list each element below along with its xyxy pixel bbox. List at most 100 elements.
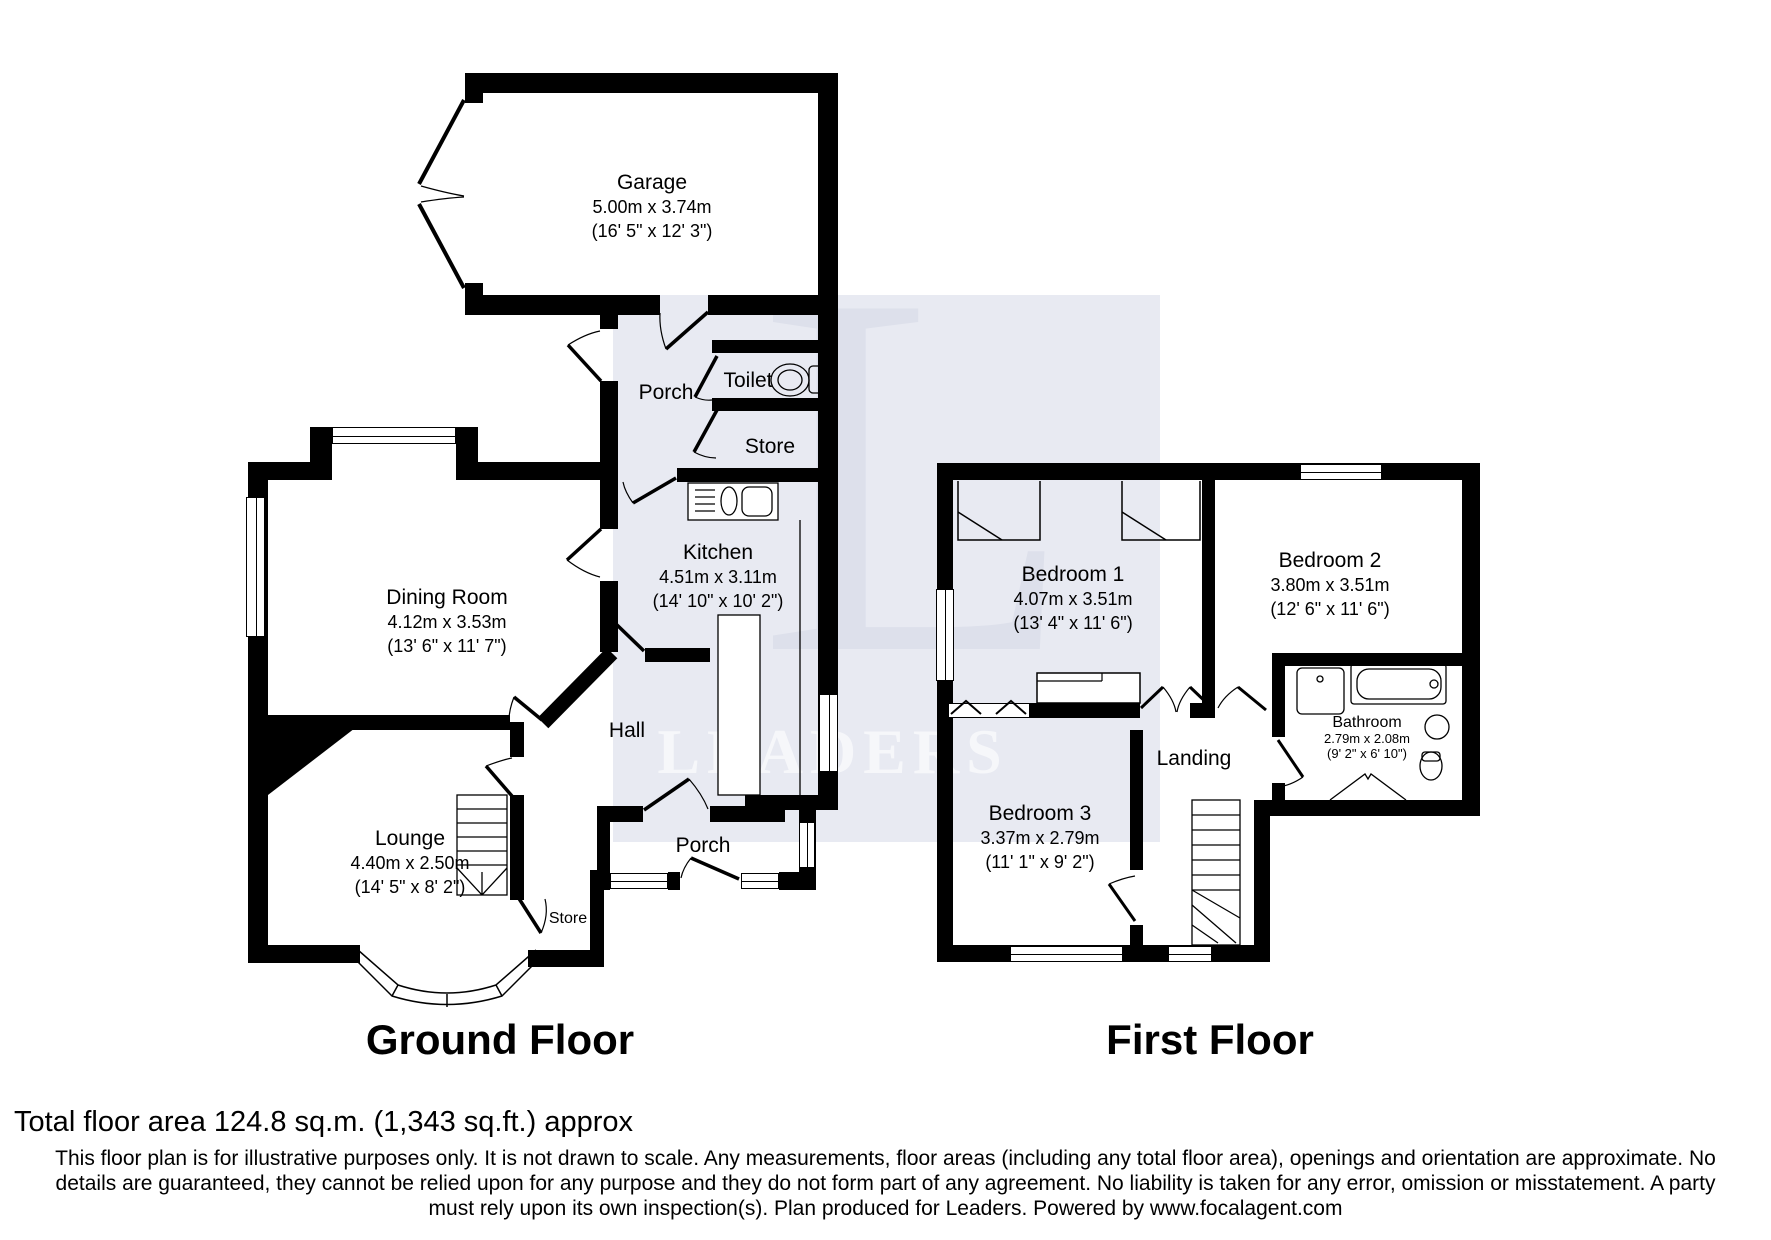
wall — [937, 463, 1480, 480]
room-dim-m: 4.07m x 3.51m — [1013, 589, 1133, 609]
window — [741, 873, 779, 889]
room-name: Bedroom 1 — [1021, 563, 1125, 586]
wall — [677, 468, 838, 482]
room-label-hall: Hall — [609, 718, 645, 743]
total-floor-area: Total floor area 124.8 sq.m. (1,343 sq.f… — [14, 1106, 633, 1138]
wall — [268, 715, 510, 730]
wall — [510, 795, 524, 900]
wall — [600, 581, 618, 652]
room-dim-ft: (11' 1" x 9' 2") — [985, 852, 1095, 872]
room-name: Dining Room — [386, 586, 508, 609]
wall — [600, 482, 618, 529]
wall — [456, 427, 478, 480]
room-name: Toilet — [723, 369, 773, 392]
room-name: Porch — [638, 381, 694, 404]
wall — [310, 427, 332, 480]
wall — [1130, 730, 1143, 870]
room-dim-ft: (12' 6" x 11' 6") — [1270, 599, 1390, 619]
wall — [1254, 815, 1270, 962]
wall — [1272, 653, 1285, 737]
stairs-first — [1191, 799, 1241, 946]
wall — [510, 722, 524, 757]
basin-icon — [1424, 714, 1450, 740]
room-label-porch-upper: Porch — [639, 380, 694, 405]
room-dim-m: 3.37m x 2.79m — [980, 828, 1100, 848]
room-label-garage: Garage 5.00m x 3.74m (16' 5" x 12' 3") — [592, 170, 713, 243]
wall — [1202, 480, 1215, 717]
wall — [465, 73, 483, 103]
window — [332, 427, 456, 444]
window — [1010, 946, 1123, 962]
wall — [470, 462, 618, 480]
toilet-first-icon — [1419, 751, 1443, 781]
wall — [268, 945, 360, 963]
bathtub-icon — [1350, 663, 1447, 705]
room-label-toilet: Toilet — [723, 368, 772, 393]
wall — [600, 381, 618, 482]
leaders-logo-letter-icon: L — [758, 295, 1076, 762]
window — [936, 589, 954, 681]
wall — [1130, 925, 1143, 962]
room-label-dining-room: Dining Room 4.12m x 3.53m (13' 6" x 11' … — [386, 585, 507, 658]
first-floor-title: First Floor — [1106, 1016, 1314, 1063]
wall — [465, 73, 838, 93]
room-label-bedroom-3: Bedroom 3 3.37m x 2.79m (11' 1" x 9' 2") — [980, 801, 1099, 874]
wall — [1462, 463, 1480, 816]
wall — [1272, 653, 1480, 666]
wall — [1190, 703, 1215, 718]
room-name: Bedroom 2 — [1278, 549, 1382, 572]
disclaimer-text: This floor plan is for illustrative purp… — [55, 1147, 1716, 1220]
window — [799, 822, 815, 868]
window — [246, 497, 265, 637]
wall — [465, 295, 660, 315]
window — [1300, 464, 1382, 480]
room-dim-ft: (13' 6" x 11' 7") — [387, 636, 507, 656]
room-label-porch-lower: Porch — [676, 833, 731, 858]
bathroom-sink-icon — [1296, 667, 1345, 715]
room-dim-m: 5.00m x 3.74m — [592, 197, 712, 217]
room-dim-ft: (14' 5" x 8' 2") — [354, 877, 466, 897]
wall — [590, 870, 604, 967]
room-name: Hall — [608, 719, 646, 742]
room-dim-m: 4.51m x 3.11m — [659, 567, 777, 587]
wall — [597, 806, 610, 890]
wall — [668, 872, 680, 890]
hall-diagonal-wall — [537, 647, 618, 729]
wall — [818, 73, 838, 810]
room-label-landing: Landing — [1157, 746, 1232, 771]
room-name: Store — [744, 435, 796, 458]
room-name: Porch — [675, 834, 731, 857]
room-name: Landing — [1156, 747, 1232, 770]
wall — [645, 648, 710, 662]
room-dim-ft: (16' 5" x 12' 3") — [591, 221, 713, 241]
room-label-bedroom-1: Bedroom 1 4.07m x 3.51m (13' 4" x 11' 6"… — [1013, 562, 1132, 635]
room-dim-m: 4.40m x 2.50m — [350, 853, 470, 873]
room-label-lounge: Lounge 4.40m x 2.50m (14' 5" x 8' 2") — [350, 826, 469, 899]
wall — [1272, 783, 1285, 816]
wall — [1254, 800, 1480, 816]
room-label-bathroom: Bathroom 2.79m x 2.08m (9' 2" x 6' 10") — [1324, 714, 1410, 761]
wall — [712, 398, 838, 411]
wall — [708, 295, 838, 315]
room-dim-m: 4.12m x 3.53m — [387, 612, 507, 632]
bay-window-icon — [357, 949, 537, 1007]
room-name: Bedroom 3 — [988, 802, 1092, 825]
room-dim-ft: (14' 10" x 10' 2") — [652, 591, 784, 611]
room-name: Lounge — [374, 827, 446, 850]
wall — [600, 315, 618, 329]
room-name: Store — [548, 910, 588, 927]
room-label-kitchen: Kitchen 4.51m x 3.11m (14' 10" x 10' 2") — [653, 540, 784, 613]
ground-floor-title: Ground Floor — [365, 1016, 635, 1063]
wall — [779, 872, 799, 890]
room-dim-m: 2.79m x 2.08m — [1324, 731, 1410, 746]
wall — [710, 806, 785, 822]
wall — [937, 703, 1140, 718]
room-dim-ft: (13' 4" x 11' 6") — [1013, 613, 1133, 633]
room-dim-m: 3.80m x 3.51m — [1270, 575, 1390, 595]
garage-door-icon — [417, 99, 466, 289]
room-label-bedroom-2: Bedroom 2 3.80m x 3.51m (12' 6" x 11' 6"… — [1270, 548, 1389, 621]
room-dim-ft: (9' 2" x 6' 10") — [1327, 746, 1407, 761]
room-label-store-upper: Store — [745, 434, 795, 459]
wall — [528, 950, 603, 967]
